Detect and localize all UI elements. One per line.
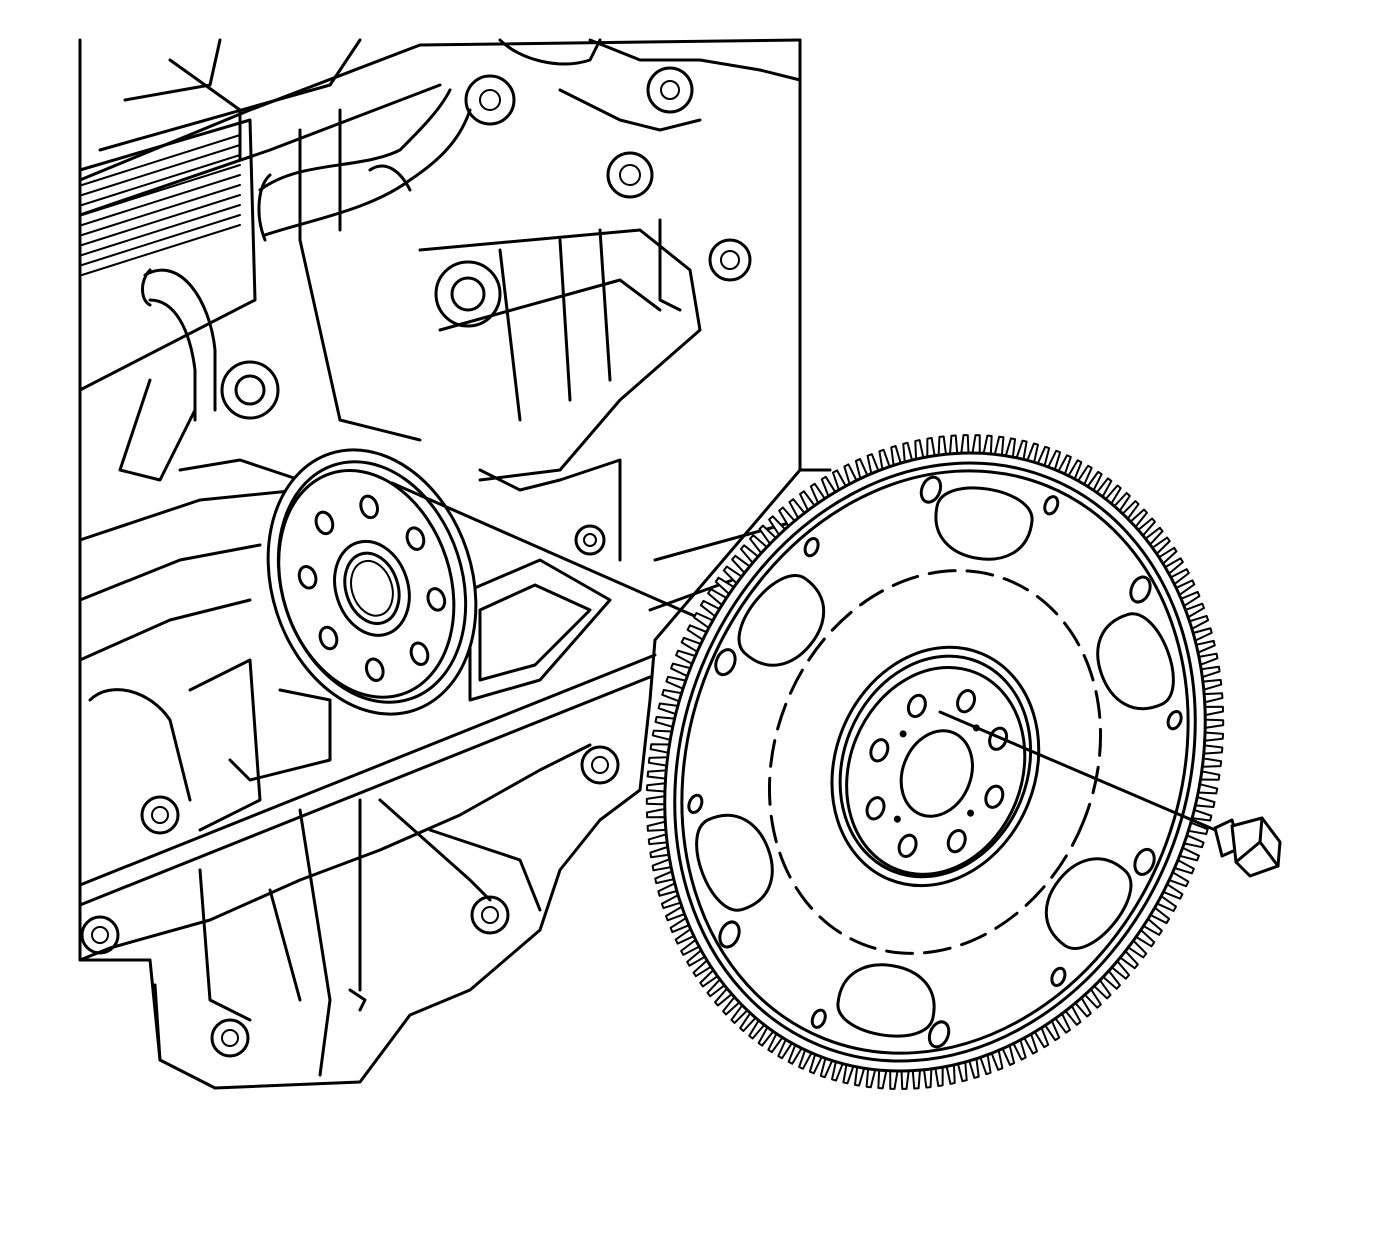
flywheel-outer-holes [687, 475, 1183, 1049]
flywheel-bolt-hole [988, 726, 1009, 751]
flywheel-outer-hole [803, 536, 820, 558]
crankshaft-flange [266, 448, 478, 716]
flywheel-outer-hole [687, 793, 704, 815]
flywheel-outer-hole [927, 1020, 951, 1049]
flywheel-outer-hole [1133, 847, 1156, 876]
flywheel-bolt-hole [865, 796, 886, 821]
flywheel [645, 434, 1225, 1090]
flywheel-bolt-hole [906, 693, 927, 719]
alignment-line-bolt [938, 710, 1222, 834]
flywheel-dowel-dot [967, 809, 975, 817]
crankshaft-bolt-holes [297, 494, 447, 682]
flywheel-outer-hole [919, 475, 943, 504]
alignment-line-flange [390, 481, 717, 627]
flywheel-cutout [737, 574, 826, 667]
flywheel-cutout [934, 486, 1034, 561]
flywheel-bolt-hole [897, 833, 918, 858]
crankshaft-bolt-hole [364, 657, 385, 682]
flywheel-bolt [1213, 816, 1282, 878]
crankshaft-bolt-hole [426, 587, 447, 612]
crankshaft-bolt-hole [405, 526, 426, 551]
flywheel-cutout [1044, 857, 1133, 950]
flywheel-cutout [836, 963, 936, 1038]
flywheel-bolt-hole [946, 828, 967, 854]
flywheel-dowel-dot [893, 815, 901, 823]
flywheel-outer-hole [810, 1008, 827, 1029]
flywheel-cutout [695, 813, 774, 912]
flywheel-dowel-dot [899, 730, 907, 738]
flywheel-outer-hole [714, 648, 737, 677]
engine-block [78, 38, 832, 1090]
crankshaft-bolt-hole [314, 510, 335, 536]
flywheel-bolt-hole [869, 738, 890, 763]
flywheel-outer-hole [1129, 575, 1152, 604]
flywheel-bolt-hole [984, 784, 1005, 809]
crankshaft-bolt-hole [318, 625, 339, 651]
crankshaft-bolt-hole [409, 641, 430, 666]
crankshaft-bolt-hole [297, 565, 318, 590]
flywheel-outer-hole [1166, 709, 1183, 731]
flywheel-cutouts [695, 486, 1175, 1038]
flywheel-cutout [1096, 612, 1175, 711]
flywheel-bolt-hole [956, 689, 977, 714]
crankshaft-bolt-hole [359, 494, 379, 520]
flywheel-outer-hole [718, 920, 741, 949]
flywheel-bolt-holes [865, 689, 1009, 858]
flywheel-outer-hole [1043, 495, 1060, 516]
flywheel-outer-hole [1050, 966, 1067, 988]
